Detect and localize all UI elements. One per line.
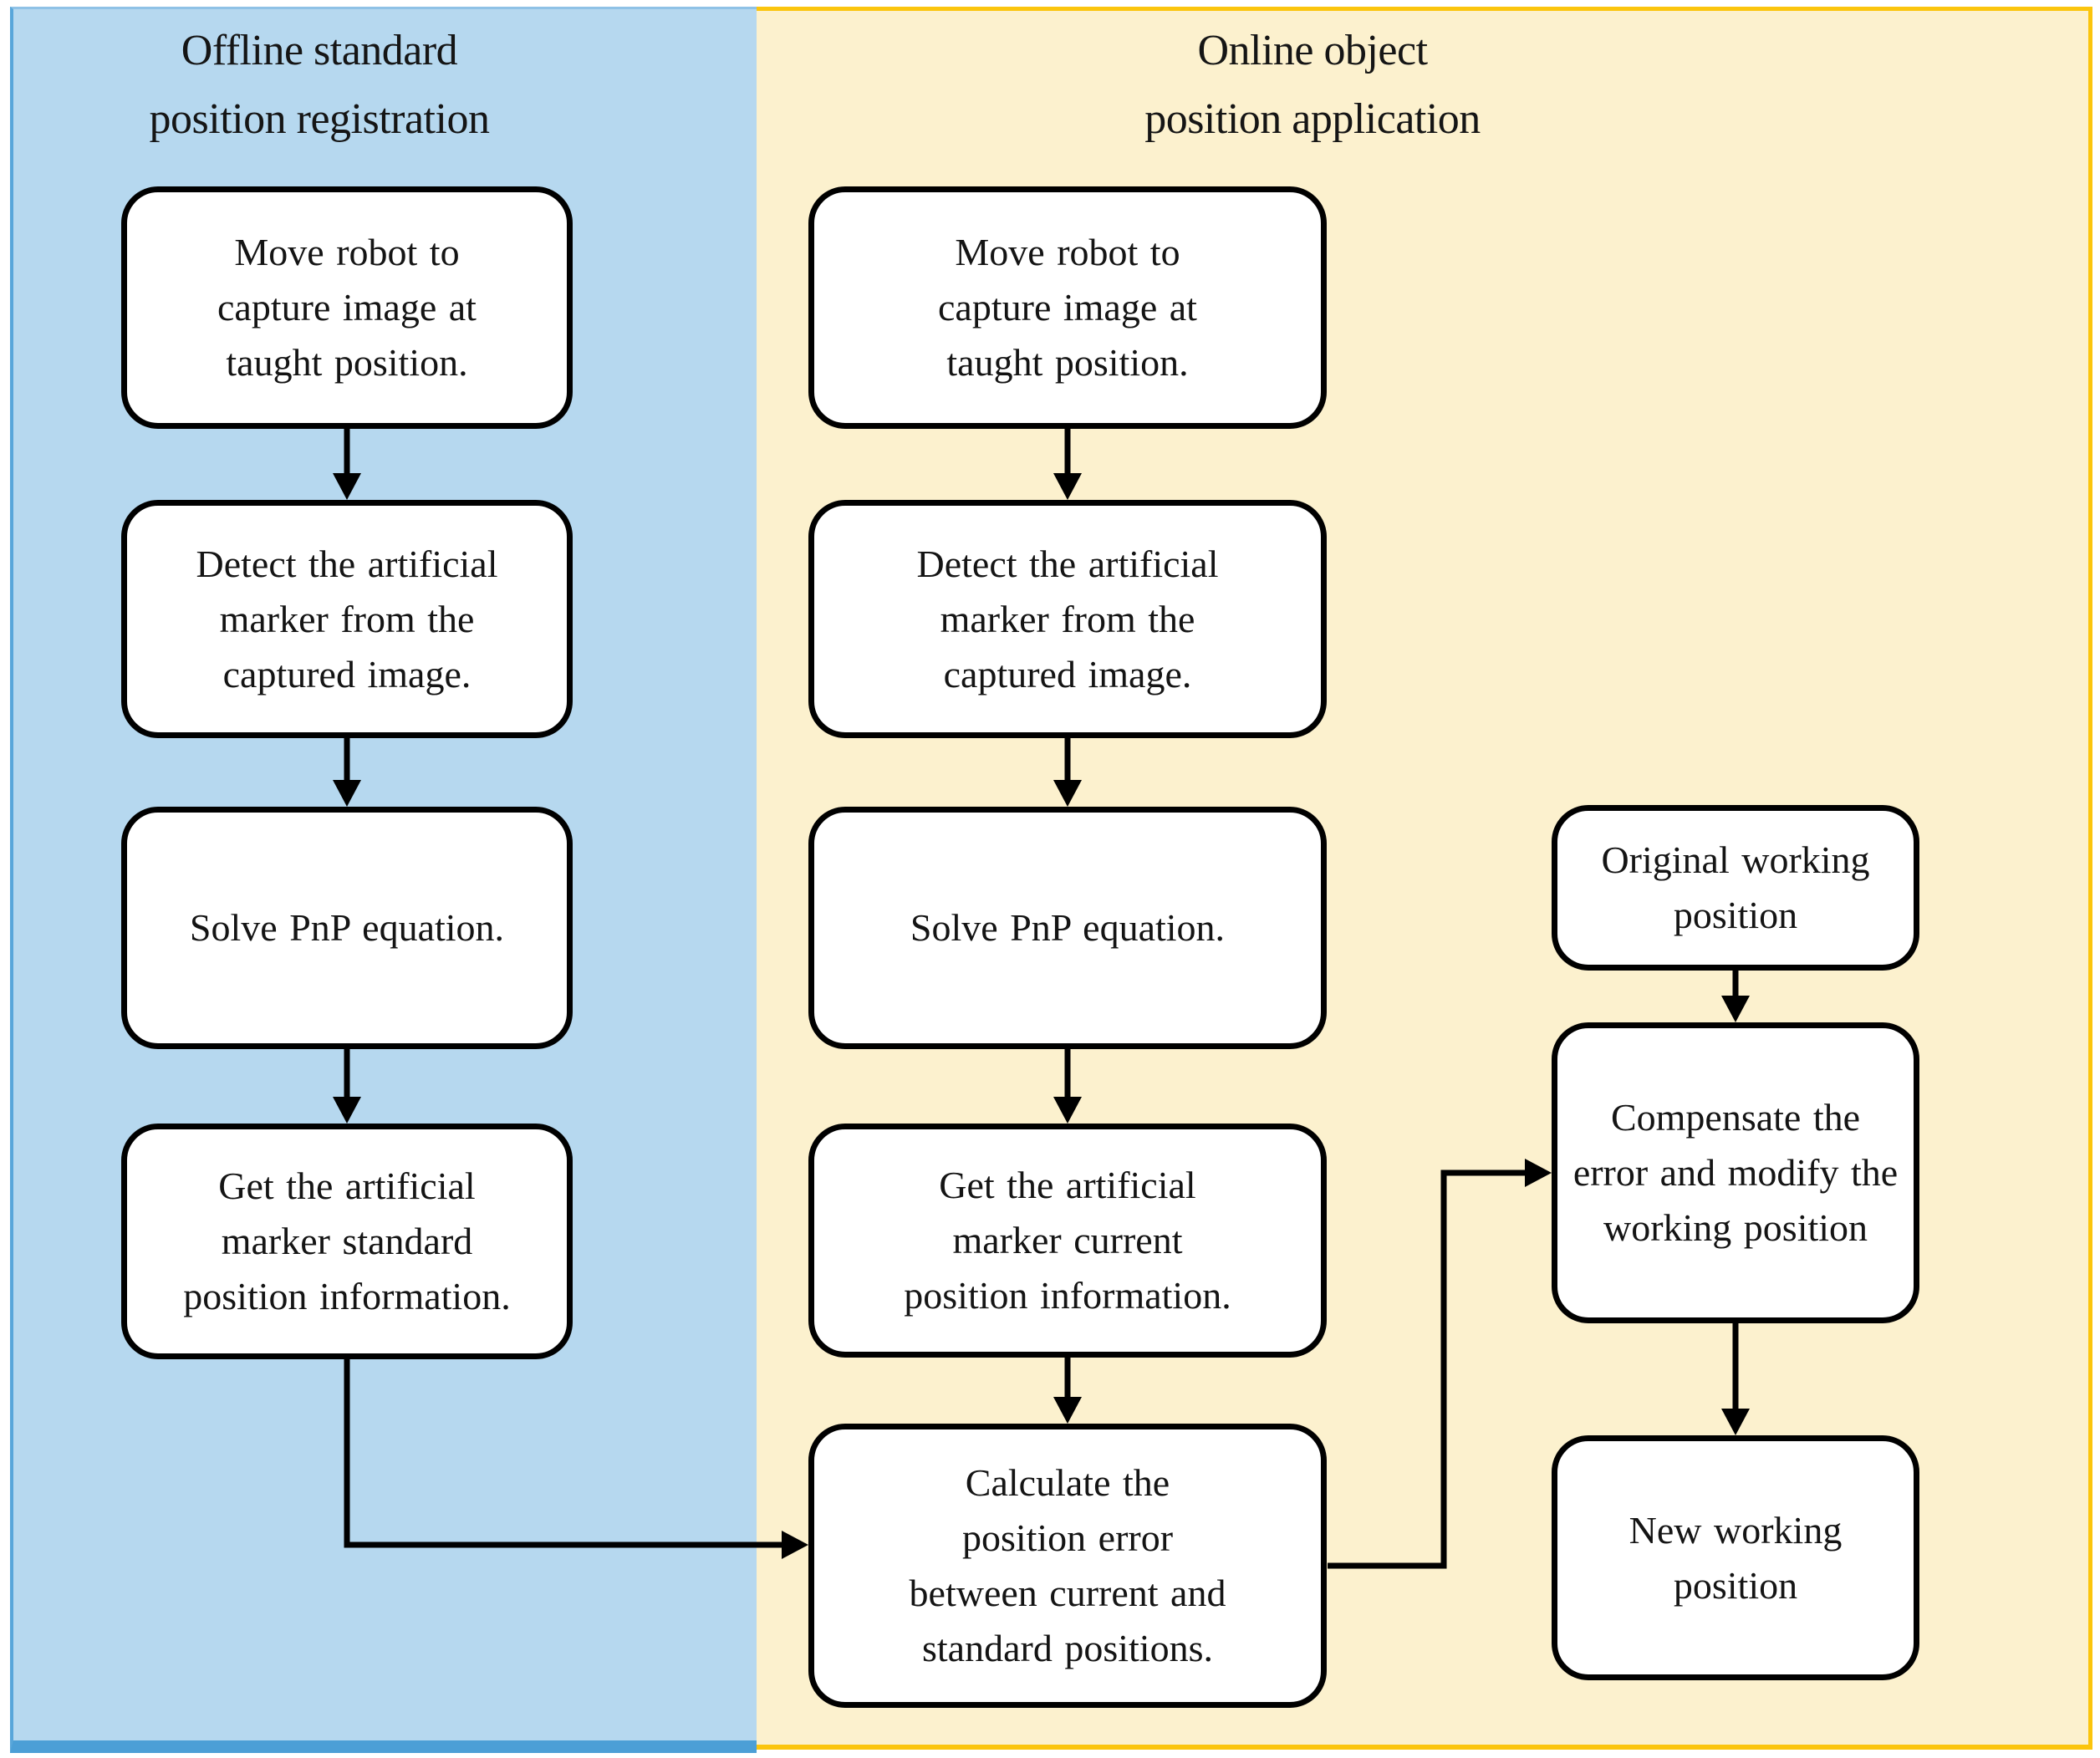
online-panel-title: Online object position application xyxy=(1062,17,1563,154)
online-title-line-1: Online object xyxy=(1197,27,1428,74)
flow-box-offline-solve-pnp: Solve PnP equation. xyxy=(121,807,573,1049)
offline-title-line-1: Offline standard xyxy=(181,27,458,74)
offline-title-line-2: position registration xyxy=(149,95,490,143)
flow-box-online-solve-pnp: Solve PnP equation. xyxy=(808,807,1327,1049)
offline-panel-title: Offline standard position registration xyxy=(69,17,570,154)
online-title-line-2: position application xyxy=(1144,95,1481,143)
